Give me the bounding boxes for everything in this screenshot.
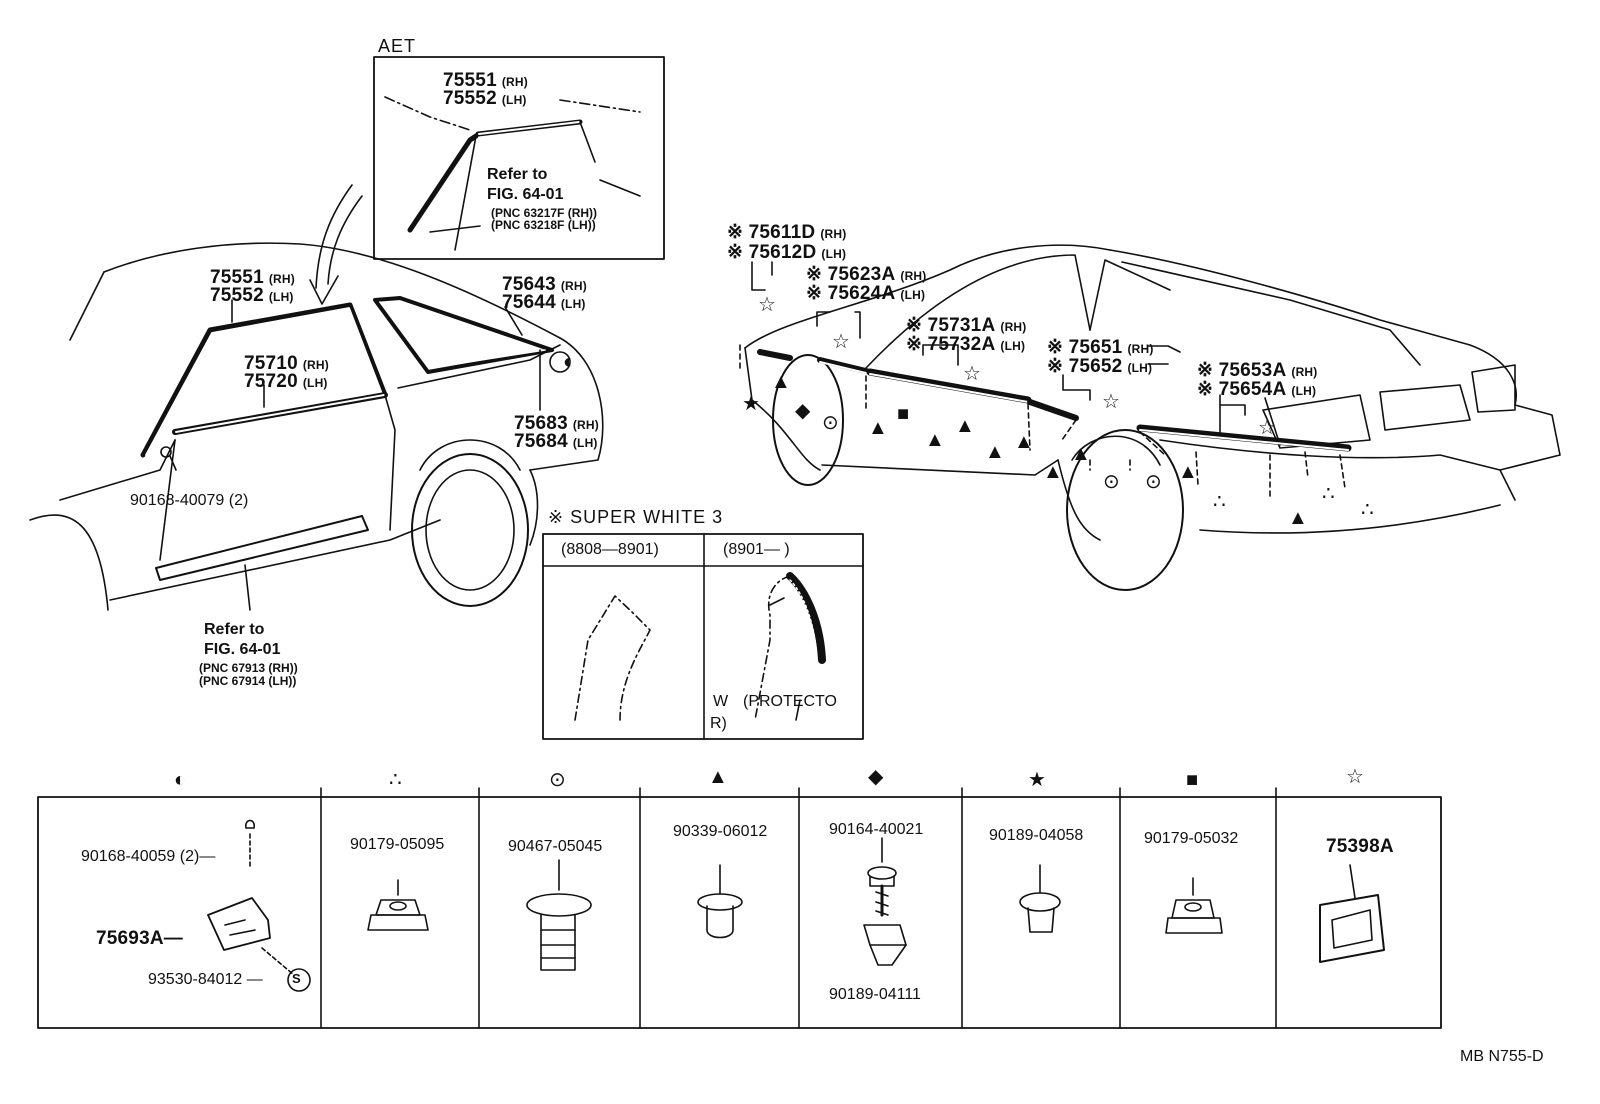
legend-c1-part-1: 90168-40059 (2)— xyxy=(81,848,216,865)
star-solid-icon: ★ xyxy=(742,393,760,415)
left-part-75643: 75643(RH) xyxy=(502,274,587,295)
left-part-75551: 75551(RH) xyxy=(210,267,295,288)
triangle-clip-icon: ▲ xyxy=(771,371,791,393)
legend-c1-part-3: 93530-84012 — xyxy=(148,971,263,988)
aet-fig: FIG. 64-01 xyxy=(487,186,564,203)
three-dot-nut-icon: ∴ xyxy=(1361,499,1374,521)
left-pnc-lh: (PNC 67914 (LH)) xyxy=(199,674,297,688)
aet-pnc-rh: (PNC 63217F (RH)) xyxy=(491,206,598,220)
legend-c5-part: 90164-40021 xyxy=(829,821,924,838)
right-part-75651: ※ 75651(RH) xyxy=(1047,337,1154,358)
square-nut-icon: ■ xyxy=(897,403,910,425)
left-car xyxy=(29,242,604,611)
legend-c5-part-2: 90189-04111 xyxy=(829,986,921,1003)
legend-c1-circle-s: S xyxy=(292,971,301,986)
star-solid-icon: ★ xyxy=(1028,769,1046,791)
star-outline-icon: ☆ xyxy=(832,331,850,353)
push-clip-icon: ⊙ xyxy=(1145,471,1162,493)
legend-c4-part: 90339-06012 xyxy=(673,823,768,840)
right-car xyxy=(739,244,1561,591)
three-dot-nut-icon: ∴ xyxy=(1322,483,1335,505)
triangle-clip-icon: ▲ xyxy=(1178,461,1198,483)
half-circle-icon: ◐ xyxy=(563,351,576,373)
push-clip-icon: ⊙ xyxy=(822,412,839,434)
triangle-clip-icon: ▲ xyxy=(955,415,975,437)
left-part-75710: 75710(RH) xyxy=(244,353,329,374)
right-part-75654a: ※ 75654A(LH) xyxy=(1197,379,1317,400)
legend-c6-part: 90189-04058 xyxy=(989,827,1084,844)
super-white-title: ※ SUPER WHITE 3 xyxy=(548,507,724,527)
aet-title: AET xyxy=(378,36,417,56)
right-part-75624a: ※ 75624A(LH) xyxy=(806,283,926,304)
aet-part-lh: 75552(LH) xyxy=(443,88,527,109)
triangle-clip-icon: ▲ xyxy=(868,417,888,439)
legend-c3-part: 90467-05045 xyxy=(508,838,603,855)
legend-c7-part: 90179-05032 xyxy=(1144,830,1239,847)
right-part-75612d: ※ 75612D(LH) xyxy=(727,242,847,263)
drawing-code: MB N755-D xyxy=(1460,1048,1544,1065)
legend-c8-part: 75398A xyxy=(1326,836,1394,857)
variant-r: R) xyxy=(710,715,727,732)
left-part-75552: 75552(LH) xyxy=(210,285,294,306)
star-outline-icon: ☆ xyxy=(758,294,776,316)
right-part-75623a: ※ 75623A(RH) xyxy=(806,264,927,285)
variant-w: W xyxy=(713,693,729,710)
left-part-75644: 75644(LH) xyxy=(502,292,586,313)
variant-col-2: (8901— ) xyxy=(723,541,790,558)
triangle-clip-icon: ▲ xyxy=(1014,431,1034,453)
left-part-75683: 75683(RH) xyxy=(514,413,599,434)
aet-inset xyxy=(373,56,665,260)
fastener-legend-table xyxy=(37,787,1442,1029)
right-part-75731a: ※ 75731A(RH) xyxy=(906,315,1027,336)
triangle-clip-icon: ▲ xyxy=(1288,507,1308,529)
left-fig: FIG. 64-01 xyxy=(204,641,281,658)
aet-part-rh: 75551(RH) xyxy=(443,70,528,91)
triangle-clip-icon: ▲ xyxy=(1071,443,1091,465)
star-outline-icon: ☆ xyxy=(1258,417,1276,439)
square-nut-icon: ■ xyxy=(1186,769,1199,791)
diamond-clip-icon: ◆ xyxy=(795,400,811,422)
left-part-75720: 75720(LH) xyxy=(244,371,328,392)
half-circle-icon: ◐ xyxy=(174,769,187,791)
push-clip-icon: ⊙ xyxy=(1103,471,1120,493)
right-part-75611d: ※ 75611D(RH) xyxy=(727,222,847,243)
triangle-clip-icon: ▲ xyxy=(1043,461,1063,483)
triangle-clip-icon: ▲ xyxy=(708,766,728,788)
legend-c1-part-2: 75693A— xyxy=(96,928,183,949)
left-refer: Refer to xyxy=(204,621,265,638)
star-outline-icon: ☆ xyxy=(963,363,981,385)
left-part-75684: 75684(LH) xyxy=(514,431,598,452)
aet-pnc-lh: (PNC 63218F (LH)) xyxy=(491,218,596,232)
super-white-table xyxy=(542,533,864,740)
three-dot-nut-icon: ∴ xyxy=(389,769,402,791)
right-part-75652: ※ 75652(LH) xyxy=(1047,356,1153,377)
three-dot-nut-icon: ∴ xyxy=(1213,491,1226,513)
aet-refer: Refer to xyxy=(487,166,548,183)
triangle-clip-icon: ▲ xyxy=(925,429,945,451)
right-part-75732a: ※ 75732A(LH) xyxy=(906,334,1026,355)
variant-col-1: (8808—8901) xyxy=(561,541,659,558)
push-clip-icon: ⊙ xyxy=(549,769,566,791)
legend-c2-part: 90179-05095 xyxy=(350,836,445,853)
pointer-arrow xyxy=(309,184,363,305)
star-outline-icon: ☆ xyxy=(1346,766,1364,788)
variant-protector: (PROTECTO xyxy=(743,693,837,710)
left-pnc-rh: (PNC 67913 (RH)) xyxy=(199,661,298,675)
right-part-75653a: ※ 75653A(RH) xyxy=(1197,360,1318,381)
left-screw-part: 90168-40079 (2) xyxy=(130,492,249,509)
star-outline-icon: ☆ xyxy=(1102,391,1120,413)
triangle-clip-icon: ▲ xyxy=(985,441,1005,463)
diamond-clip-icon: ◆ xyxy=(868,766,884,788)
